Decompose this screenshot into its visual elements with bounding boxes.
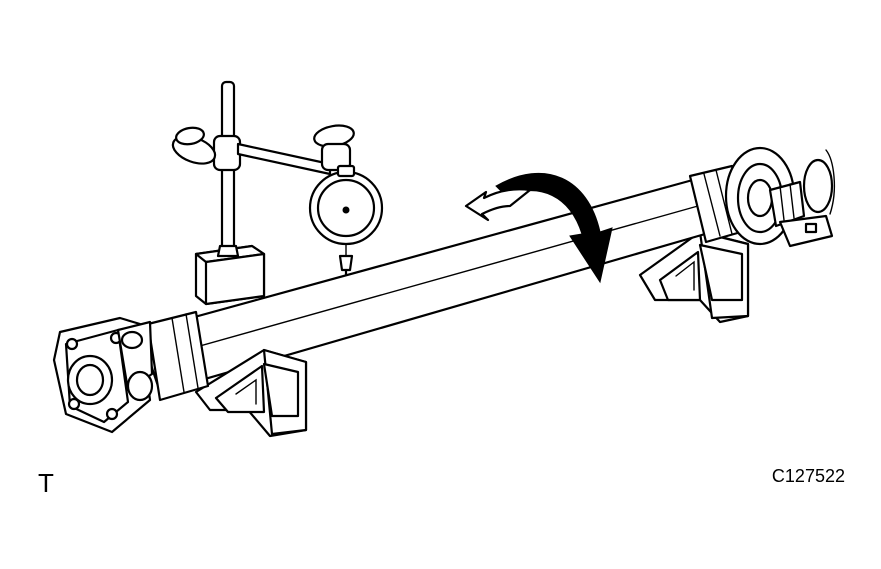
- corner-label: T: [38, 468, 54, 498]
- left-v-block: [194, 348, 308, 438]
- center-bearing-and-yoke: [688, 146, 835, 248]
- right-v-block: [638, 230, 750, 324]
- figure-code: C127522: [771, 466, 845, 486]
- front-flange-yoke: [52, 310, 210, 434]
- rotation-arrow: [464, 172, 613, 284]
- dial-indicator: [308, 164, 384, 284]
- dial-gauge-stand: [171, 80, 355, 306]
